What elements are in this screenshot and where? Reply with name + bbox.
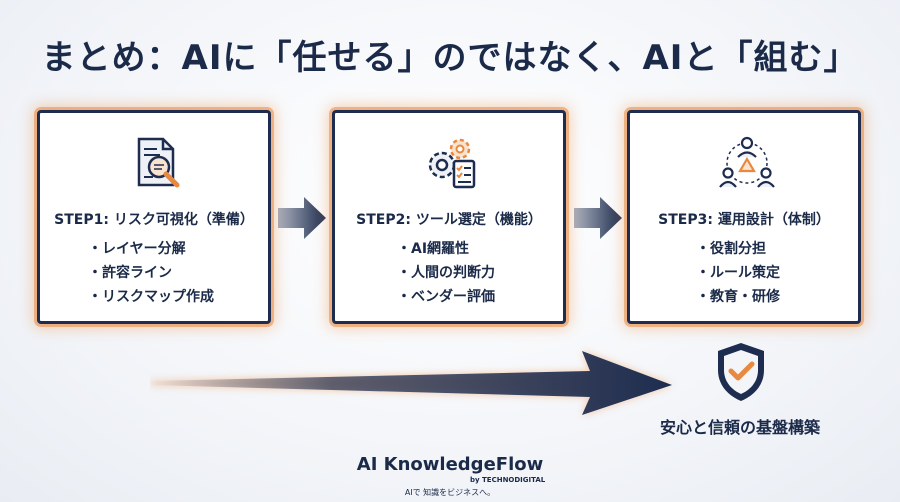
step-title: STEP2: ツール選定（機能） xyxy=(356,212,542,228)
step-title: STEP3: 運用設計（体制） xyxy=(658,212,830,228)
page-title: まとめ：AIに「任せる」のではなく、AIと「組む」 xyxy=(41,38,859,78)
step-item-list: レイヤー分解 許容ライン リスクマップ作成 xyxy=(88,237,214,309)
list-item: 役割分担 xyxy=(696,237,780,261)
progress-arrow-icon xyxy=(150,351,672,415)
gears-checklist-icon xyxy=(428,138,476,189)
step-card-3: STEP3: 運用設計（体制） 役割分担 ルール策定 教育・研修 xyxy=(627,110,861,324)
brand-byline: by TECHNODIGITAL xyxy=(470,476,546,484)
list-item: ルール策定 xyxy=(696,261,780,285)
list-item: AI網羅性 xyxy=(397,237,495,261)
brand-tagline: AIで 知識をビジネスへ。 xyxy=(404,488,496,497)
list-item: ベンダー評価 xyxy=(397,285,495,309)
brand-name: AI KnowledgeFlow xyxy=(356,454,544,475)
step-title: STEP1: リスク可視化（準備） xyxy=(54,212,254,228)
list-item: 許容ライン xyxy=(88,261,214,285)
document-magnifier-icon xyxy=(137,137,180,188)
list-item: リスクマップ作成 xyxy=(88,285,214,309)
footer-logo: AI KnowledgeFlow by TECHNODIGITAL AIで 知識… xyxy=(0,454,900,498)
step-card-2: STEP2: ツール選定（機能） AI網羅性 人間の判断力 ベンダー評価 xyxy=(332,110,566,324)
team-structure-icon xyxy=(719,136,775,188)
step-item-list: 役割分担 ルール策定 教育・研修 xyxy=(696,237,780,309)
shield-check-icon xyxy=(718,343,764,401)
list-item: レイヤー分解 xyxy=(88,237,214,261)
step-item-list: AI網羅性 人間の判断力 ベンダー評価 xyxy=(397,237,495,309)
arrow-right-icon xyxy=(278,197,326,239)
arrow-right-icon xyxy=(574,197,622,239)
outcome-label: 安心と信頼の基盤構築 xyxy=(659,418,820,437)
step-card-1: STEP1: リスク可視化（準備） レイヤー分解 許容ライン リスクマップ作成 xyxy=(37,110,271,324)
list-item: 人間の判断力 xyxy=(397,261,495,285)
list-item: 教育・研修 xyxy=(696,285,780,309)
